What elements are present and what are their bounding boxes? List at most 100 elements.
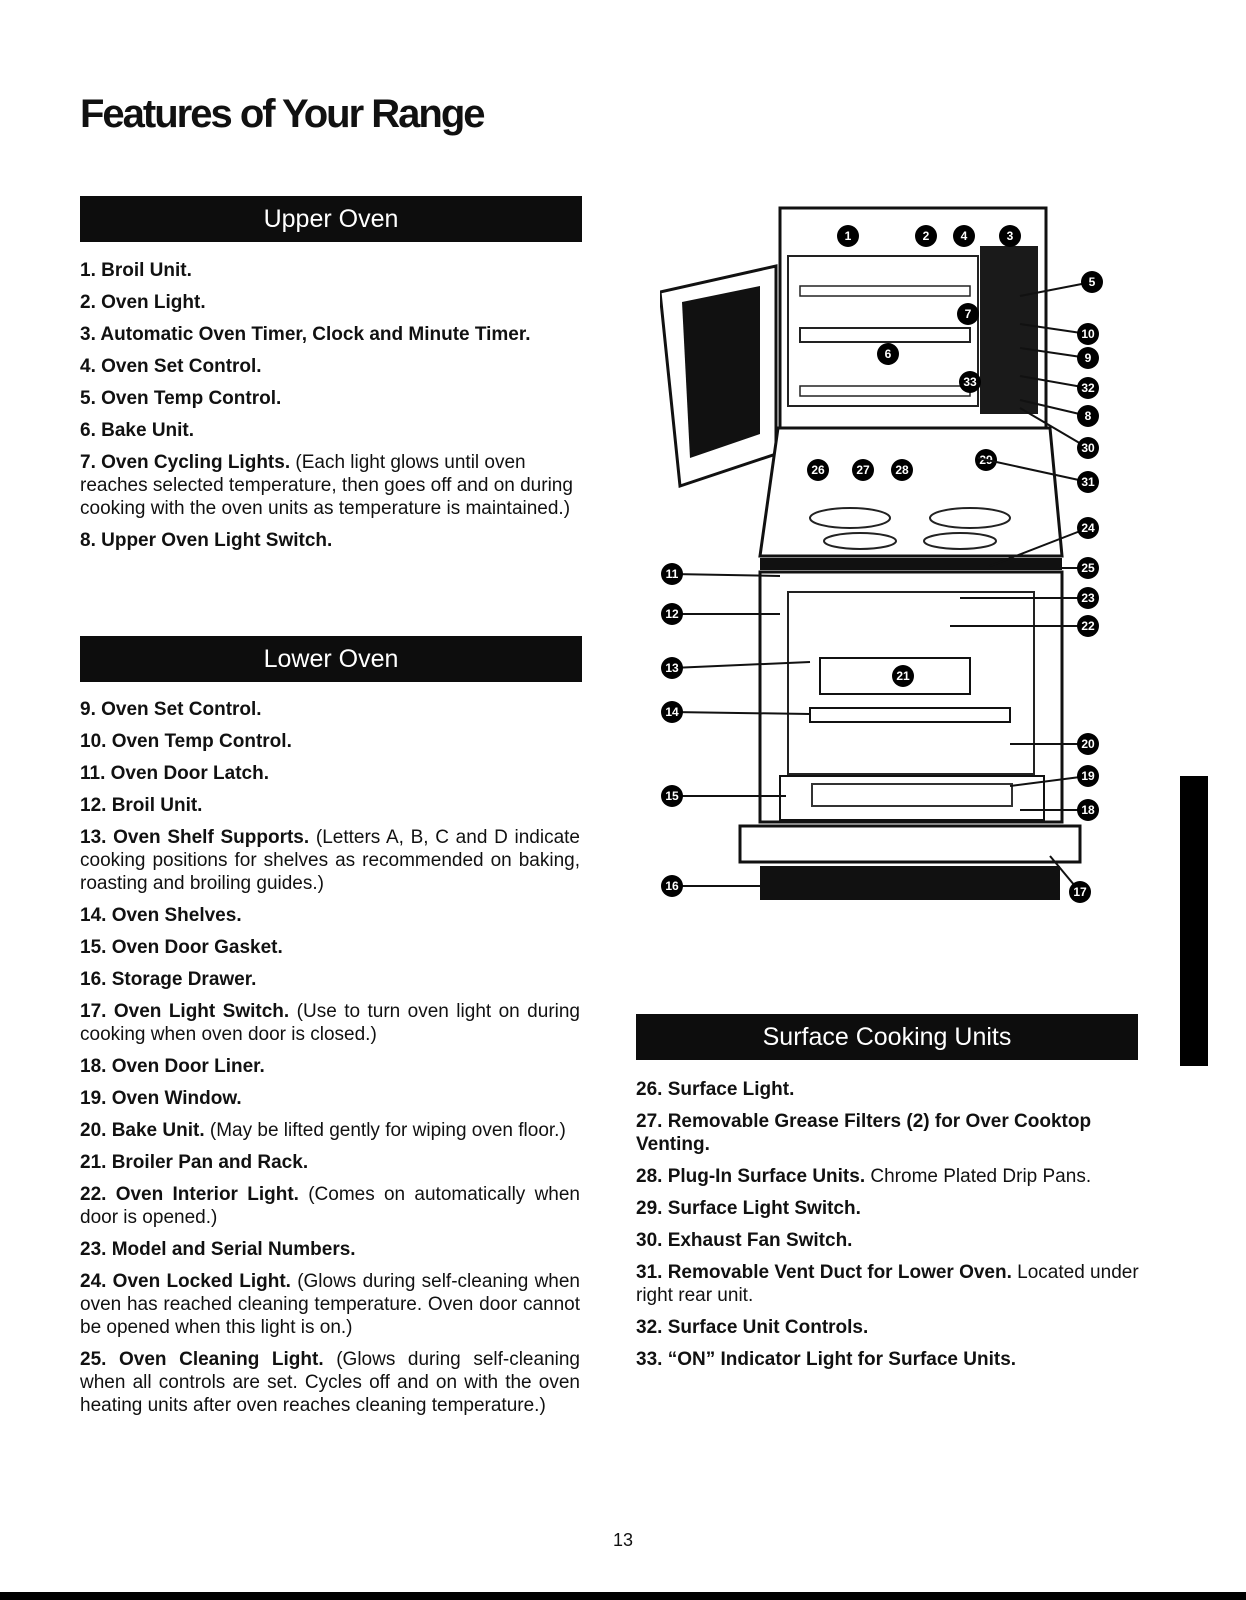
item-title: 27. Removable Grease Filters (2) for Ove… — [636, 1111, 1092, 1155]
callout-number: 28 — [895, 463, 909, 477]
callout-marker — [915, 225, 937, 247]
sidebar-tab — [1180, 776, 1208, 1066]
surface-units-heading: Surface Cooking Units — [636, 1014, 1138, 1060]
callout-number: 13 — [665, 661, 679, 675]
item-title: 6. Bake Unit. — [80, 420, 195, 441]
item-description: Located under right rear unit. — [636, 1262, 1139, 1306]
item-title: 9. Oven Set Control. — [80, 699, 262, 720]
list-item: 27. Removable Grease Filters (2) for Ove… — [636, 1110, 1141, 1156]
callout-marker — [891, 459, 913, 481]
callout-number: 4 — [961, 229, 968, 243]
item-title: 20. Bake Unit. — [80, 1120, 205, 1141]
callout-marker — [1077, 323, 1099, 345]
callout-leader-line — [1019, 347, 1089, 359]
item-title: 2. Oven Light. — [80, 292, 206, 313]
callout-leader-line — [989, 527, 1089, 567]
item-title: 18. Oven Door Liner. — [80, 1056, 265, 1077]
surface-units-list: 26. Surface Light.27. Removable Grease F… — [636, 1078, 1141, 1380]
callout-marker — [661, 875, 683, 897]
page-title: Features of Your Range — [80, 92, 485, 136]
callout-marker — [999, 225, 1021, 247]
item-title: 15. Oven Door Gasket. — [80, 937, 283, 958]
callout-number: 11 — [666, 567, 679, 581]
item-title: 28. Plug-In Surface Units. — [636, 1166, 866, 1187]
list-item: 11. Oven Door Latch. — [80, 762, 580, 785]
callout-marker — [1077, 799, 1099, 821]
callout-marker — [1077, 587, 1099, 609]
callout-marker — [661, 701, 683, 723]
item-description: (Glows during self-cleaning when oven ha… — [80, 1271, 580, 1338]
callout-number: 17 — [1073, 885, 1087, 899]
callout-marker — [1077, 347, 1099, 369]
callout-leader-line — [1009, 775, 1089, 787]
item-description: (Comes on automatically when door is ope… — [80, 1184, 580, 1228]
callout-number: 30 — [1081, 441, 1095, 455]
callout-marker — [1069, 881, 1091, 903]
callout-marker — [877, 343, 899, 365]
item-title: 7. Oven Cycling Lights. — [80, 452, 291, 473]
item-title: 25. Oven Cleaning Light. — [80, 1349, 324, 1370]
item-title: 33. “ON” Indicator Light for Surface Uni… — [636, 1349, 1017, 1370]
list-item: 8. Upper Oven Light Switch. — [80, 529, 582, 552]
item-description: (Each light glows until oven reaches sel… — [80, 452, 573, 519]
range-diagram: 1243571096333283026272829312411251223221… — [660, 206, 1103, 903]
list-item: 25. Oven Cleaning Light. (Glows during s… — [80, 1348, 580, 1417]
item-title: 31. Removable Vent Duct for Lower Oven. — [636, 1262, 1012, 1283]
callout-number: 10 — [1081, 327, 1095, 341]
callout-number: 21 — [896, 669, 910, 683]
list-item: 23. Model and Serial Numbers. — [80, 1238, 580, 1261]
callout-number: 14 — [665, 705, 679, 719]
callout-marker — [1077, 615, 1099, 637]
callout-number: 8 — [1085, 409, 1092, 423]
item-title: 13. Oven Shelf Supports. — [80, 827, 310, 848]
item-title: 23. Model and Serial Numbers. — [80, 1239, 356, 1260]
callout-leader-line — [671, 711, 811, 715]
item-title: 16. Storage Drawer. — [80, 969, 257, 990]
item-description: (May be lifted gently for wiping oven fl… — [204, 1120, 566, 1141]
item-title: 32. Surface Unit Controls. — [636, 1317, 869, 1338]
list-item: 13. Oven Shelf Supports. (Letters A, B, … — [80, 826, 580, 895]
list-item: 18. Oven Door Liner. — [80, 1055, 580, 1078]
callout-marker — [837, 225, 859, 247]
callout-number: 16 — [665, 879, 679, 893]
callout-marker — [807, 459, 829, 481]
list-item: 10. Oven Temp Control. — [80, 730, 580, 753]
list-item: 15. Oven Door Gasket. — [80, 936, 580, 959]
list-item: 32. Surface Unit Controls. — [636, 1316, 1141, 1339]
list-item: 28. Plug-In Surface Units. Chrome Plated… — [636, 1165, 1141, 1188]
list-item: 14. Oven Shelves. — [80, 904, 580, 927]
lower-oven-heading: Lower Oven — [80, 636, 582, 682]
callout-marker — [852, 459, 874, 481]
list-item: 6. Bake Unit. — [80, 419, 582, 442]
item-description: Chrome Plated Drip Pans. — [865, 1166, 1092, 1187]
callout-number: 1 — [845, 229, 852, 243]
callout-number: 2 — [923, 229, 930, 243]
callout-marker — [661, 603, 683, 625]
item-title: 8. Upper Oven Light Switch. — [80, 530, 333, 551]
list-item: 4. Oven Set Control. — [80, 355, 582, 378]
callout-leader-line — [1019, 399, 1089, 417]
callout-marker — [1077, 405, 1099, 427]
list-item: 33. “ON” Indicator Light for Surface Uni… — [636, 1348, 1141, 1371]
callout-number: 25 — [1081, 561, 1095, 575]
callout-number: 15 — [665, 789, 679, 803]
list-item: 2. Oven Light. — [80, 291, 582, 314]
list-item: 12. Broil Unit. — [80, 794, 580, 817]
item-title: 10. Oven Temp Control. — [80, 731, 292, 752]
callout-number: 23 — [1081, 591, 1095, 605]
item-title: 4. Oven Set Control. — [80, 356, 262, 377]
item-title: 30. Exhaust Fan Switch. — [636, 1230, 853, 1251]
page-number: 13 — [612, 1530, 634, 1550]
callout-number: 12 — [665, 607, 679, 621]
callout-number: 22 — [1081, 619, 1095, 633]
callout-leader-line — [671, 573, 781, 577]
callout-marker — [959, 371, 981, 393]
callout-marker — [661, 563, 683, 585]
list-item: 16. Storage Drawer. — [80, 968, 580, 991]
callout-number: 32 — [1081, 381, 1095, 395]
upper-oven-heading: Upper Oven — [80, 196, 582, 242]
item-title: 1. Broil Unit. — [80, 260, 192, 281]
callout-marker — [1077, 733, 1099, 755]
callout-marker — [1081, 271, 1103, 293]
list-item: 20. Bake Unit. (May be lifted gently for… — [80, 1119, 580, 1142]
